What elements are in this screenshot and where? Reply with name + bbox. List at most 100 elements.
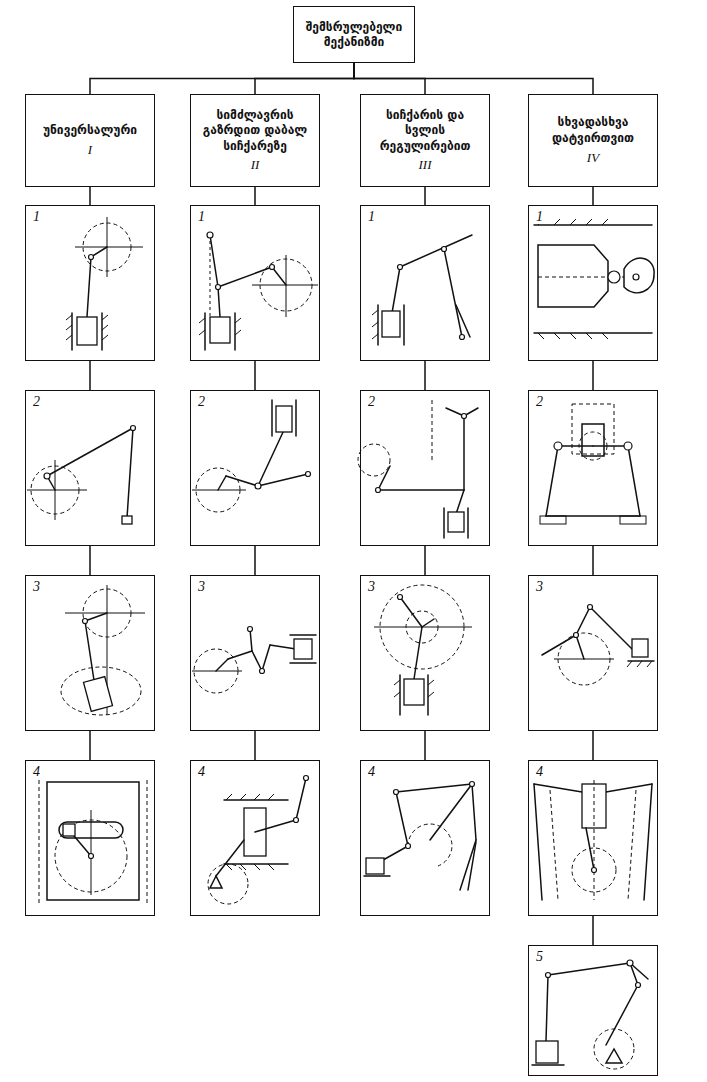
mechanism-stroke [276, 406, 292, 432]
mechanism-stroke [632, 639, 648, 657]
mechanism-stroke [272, 267, 286, 285]
mechanism-stroke [286, 255, 287, 317]
mechanism-stroke [590, 607, 632, 649]
mechanism-stroke [210, 235, 218, 287]
mechanism-stroke [224, 799, 288, 801]
mechanism-stroke [460, 335, 465, 340]
tree-connector [89, 546, 91, 575]
mechanism-stroke [127, 428, 133, 518]
mechanism-stroke [378, 489, 464, 491]
tree-connector [89, 187, 91, 205]
mechanism-stroke [216, 840, 244, 876]
mechanism-stroke [582, 424, 604, 456]
mechanism-sketch [66, 217, 143, 350]
mechanism-stroke [226, 794, 274, 870]
mechanism-panel: 4 [360, 760, 490, 916]
category-box: სიჩქარის და სვლის რეგულირებითIII [360, 94, 490, 187]
roman-numeral: I [88, 142, 92, 158]
category-box: უნივერსალურიI [25, 94, 155, 187]
mechanism-stroke [199, 318, 241, 335]
mechanism-stroke [306, 472, 311, 477]
mechanism-stroke [628, 790, 636, 900]
mechanism-stroke [540, 516, 566, 524]
mechanism-stroke [606, 985, 638, 1045]
mechanism-stroke [606, 1049, 622, 1063]
mechanism-stroke [550, 790, 558, 900]
mechanism-stroke [392, 267, 400, 313]
mechanism-stroke [44, 473, 50, 479]
mechanism-panel: 3 [528, 575, 658, 731]
mechanism-panel: 3 [360, 575, 490, 731]
mechanism-stroke [71, 313, 73, 350]
mechanism-stroke [468, 842, 476, 890]
mechanism-stroke [430, 784, 472, 840]
tree-connector [90, 63, 354, 94]
mechanism-panel: 2 [528, 390, 658, 546]
mechanism-stroke [456, 490, 464, 514]
panel-number: 2 [31, 394, 42, 409]
mechanism-stroke [270, 645, 296, 649]
mechanism-stroke [592, 868, 597, 873]
mechanism-stroke [422, 619, 434, 627]
mechanism-sketch [364, 782, 476, 891]
tree-connector [424, 361, 426, 390]
mechanism-stroke [47, 428, 133, 476]
panel-number: 1 [196, 209, 207, 224]
mechanism-stroke [472, 784, 476, 840]
mechanism-stroke [271, 400, 273, 436]
mechanism-sketch [534, 219, 654, 339]
mechanism-stroke [218, 287, 220, 317]
mechanism-stroke [463, 416, 465, 490]
mechanism-stroke [85, 621, 95, 687]
panel-number: 4 [31, 764, 42, 779]
mechanism-stroke [378, 466, 390, 490]
mechanism-stroke [627, 960, 633, 966]
tree-connector [424, 187, 426, 205]
mechanism-stroke [644, 784, 652, 900]
mechanism-stroke [131, 426, 136, 431]
mechanism-panel: 4 [528, 760, 658, 916]
mechanism-stroke [304, 776, 309, 781]
mechanism-stroke [432, 400, 433, 460]
mechanism-stroke [295, 400, 297, 436]
panel-number: 1 [31, 209, 42, 224]
mechanism-stroke [294, 639, 312, 659]
category-title: შემსრულებელი მექანიზმი [300, 20, 408, 50]
mechanism-stroke [122, 516, 132, 524]
category-box: სხვადასხვა დატვირთვითIV [528, 94, 658, 187]
panel-number: 2 [196, 394, 207, 409]
mechanism-stroke [208, 864, 248, 904]
mechanism-sketch [192, 400, 311, 512]
mechanism-stroke [572, 848, 616, 892]
mechanism-stroke [536, 1041, 558, 1063]
mechanism-stroke [83, 619, 88, 624]
mechanism-stroke [620, 516, 646, 524]
mechanism-stroke [576, 607, 590, 635]
mechanism-stroke [606, 784, 652, 792]
mechanism-stroke [403, 305, 405, 345]
mechanism-stroke [470, 782, 475, 787]
tree-connector [255, 63, 354, 94]
mechanism-stroke [218, 476, 226, 490]
mechanism-stroke [101, 313, 103, 350]
mechanism-stroke [398, 265, 403, 270]
mechanism-stroke [404, 679, 424, 705]
category-title: სიჩქარის და სვლის რეგულირებით [367, 108, 483, 155]
mechanism-stroke [462, 414, 467, 419]
mechanism-stroke [216, 659, 228, 671]
mechanism-stroke [398, 595, 403, 600]
panel-number: 4 [366, 764, 377, 779]
mechanism-sketch [534, 780, 652, 900]
mechanism-stroke [296, 778, 306, 820]
mechanism-stroke [408, 824, 452, 866]
mechanism-stroke [448, 512, 464, 532]
roman-numeral: IV [587, 150, 599, 166]
mechanism-stroke [406, 844, 411, 849]
mechanism-stroke [270, 265, 275, 270]
panel-number: 3 [31, 579, 42, 594]
mechanism-sketch [199, 232, 318, 350]
panel-number: 3 [366, 579, 377, 594]
mechanism-stroke [554, 442, 562, 450]
mechanism-sketch [542, 605, 654, 686]
